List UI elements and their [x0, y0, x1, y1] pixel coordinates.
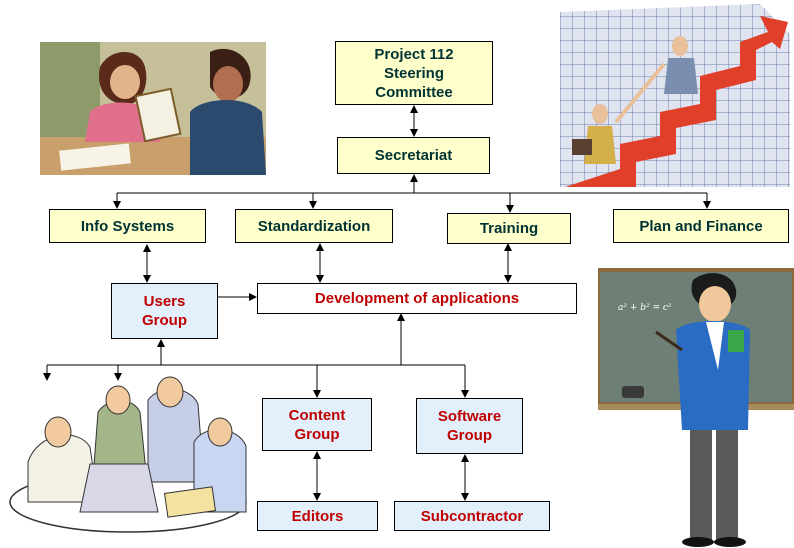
standardization-label: Standardization	[257, 217, 371, 235]
teamwork-growth-clipart	[560, 4, 790, 187]
steering-committee-box: Project 112 Steering Committee	[335, 41, 493, 105]
content-group-label: Content Group	[288, 406, 346, 443]
secretariat-box: Secretariat	[337, 137, 490, 174]
teacher-clipart: a² + b² = c²	[598, 268, 794, 547]
meeting-clipart	[40, 42, 266, 175]
standardization-box: Standardization	[235, 209, 393, 243]
editors-label: Editors	[291, 507, 344, 525]
development-box: Development of applications	[257, 283, 577, 314]
editors-box: Editors	[257, 501, 378, 531]
office-team-clipart	[9, 376, 247, 533]
training-label: Training	[479, 220, 539, 237]
users-group-box: Users Group	[111, 283, 218, 339]
development-label: Development of applications	[314, 290, 520, 307]
plan-finance-label: Plan and Finance	[639, 217, 763, 235]
users-group-label: Users Group	[142, 293, 187, 329]
subcontractor-label: Subcontractor	[420, 507, 524, 525]
info-systems-box: Info Systems	[49, 209, 206, 243]
steering-committee-label: Project 112 Steering Committee	[374, 45, 454, 101]
content-group-box: Content Group	[262, 398, 372, 451]
training-box: Training	[447, 213, 571, 244]
software-group-label: Software Group	[437, 408, 502, 444]
secretariat-label: Secretariat	[374, 147, 453, 164]
subcontractor-box: Subcontractor	[394, 501, 550, 531]
info-systems-label: Info Systems	[80, 217, 175, 235]
plan-finance-box: Plan and Finance	[613, 209, 789, 243]
blackboard-formula: a² + b² = c²	[618, 303, 672, 313]
software-group-box: Software Group	[416, 398, 523, 454]
